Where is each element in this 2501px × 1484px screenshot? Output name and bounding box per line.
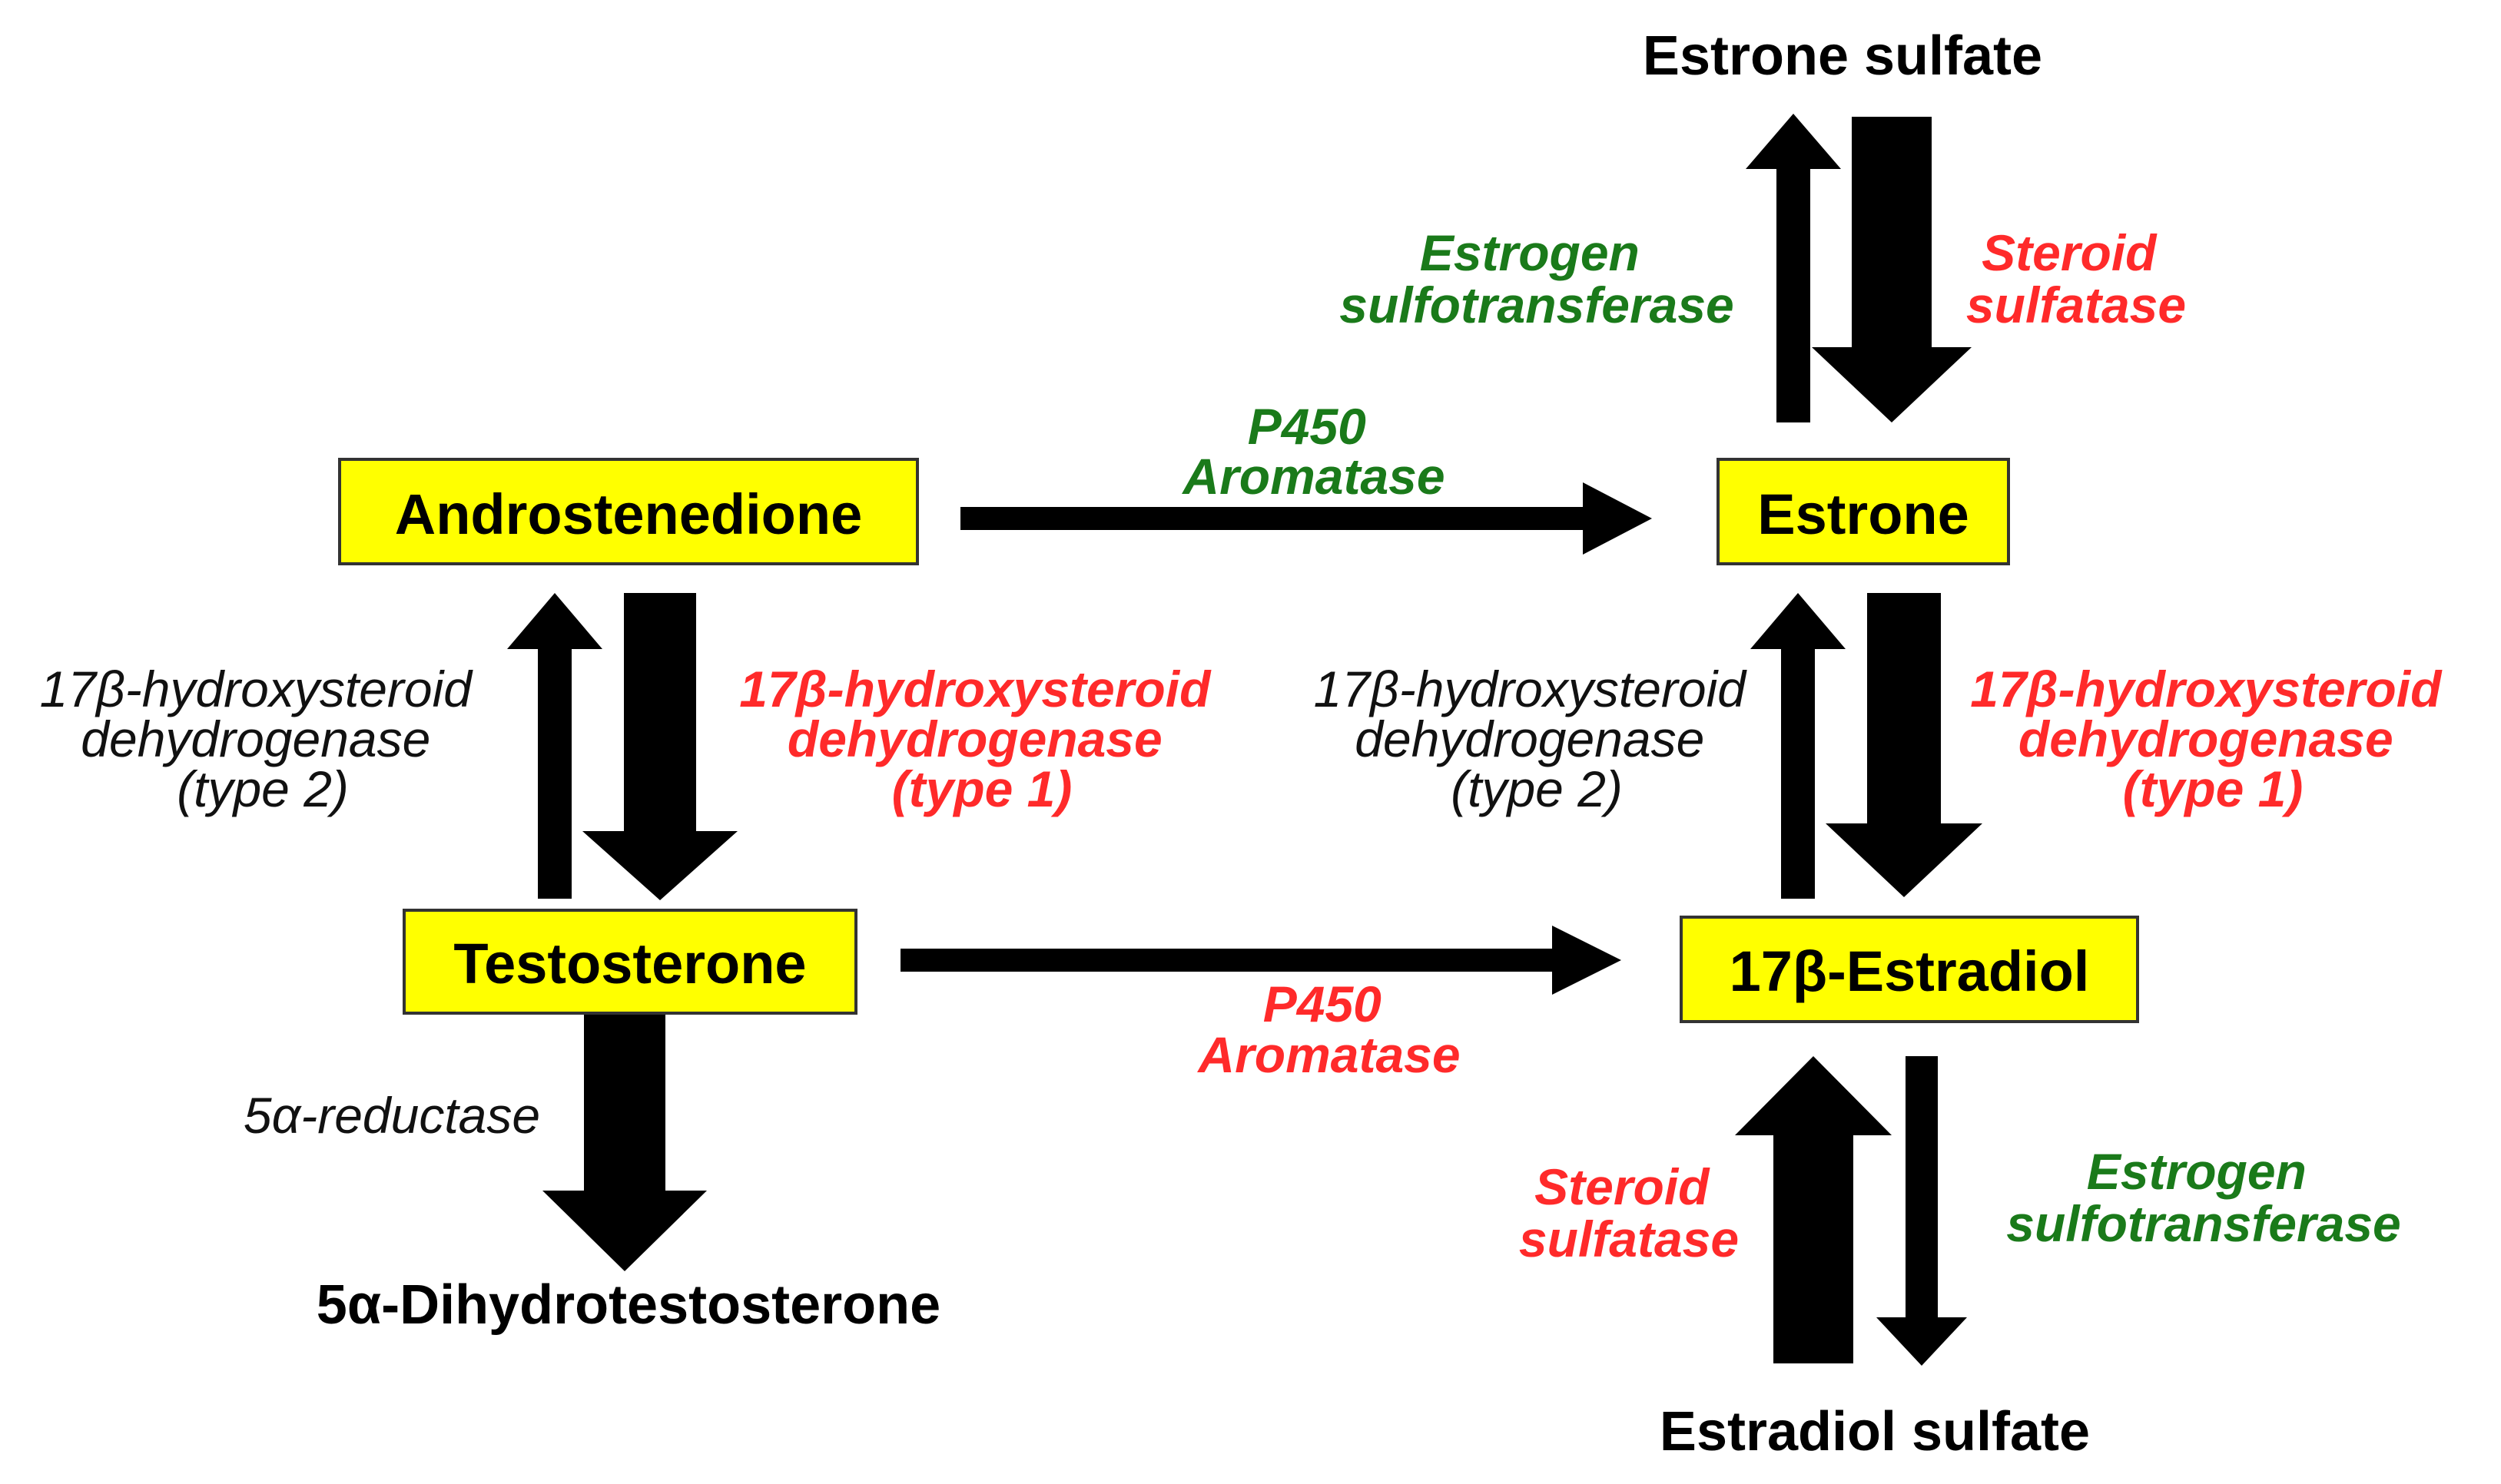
arrow-estrone-sulfate-to-estrone [1812, 117, 1972, 422]
enzyme-sulfatase-top: Steroid sulfatase [1966, 224, 2186, 333]
node-estradiol-sulfate: Estradiol sulfate [1660, 1401, 2090, 1462]
arrow-testosterone-to-androstenedione [507, 593, 602, 899]
node-estrone-sulfate: Estrone sulfate [1643, 25, 2042, 87]
arrow-estradiol-to-estrone [1750, 593, 1846, 899]
enzyme-hsd-type2-right: 17β-hydroxysteroid dehydrogenase (type 2… [1314, 661, 1760, 817]
enzyme-hsd-type2-left: 17β-hydroxysteroid dehydrogenase (type 2… [40, 661, 486, 817]
arrow-estradiol-to-estradiol-sulfate [1876, 1056, 1967, 1366]
node-estrone: Estrone [1717, 458, 2010, 565]
enzyme-sulfotransferase-bottom: Estrogen sulfotransferase [2006, 1143, 2401, 1252]
arrow-testosterone-to-dht [542, 1006, 707, 1271]
node-androstenedione-label: Androstenedione [395, 482, 862, 546]
enzyme-reductase: 5α-reductase [244, 1087, 540, 1144]
arrow-androstenedione-to-testosterone [582, 593, 738, 900]
arrow-testosterone-to-estradiol [901, 926, 1621, 995]
arrow-estradiol-sulfate-to-estradiol [1735, 1056, 1892, 1363]
node-estradiol: 17β-Estradiol [1680, 916, 2139, 1023]
node-estradiol-label: 17β-Estradiol [1730, 939, 2090, 1003]
arrow-estrone-to-estrone-sulfate [1746, 114, 1841, 422]
enzyme-aromatase-top: P450 Aromatase [1181, 398, 1445, 505]
node-estrone-label: Estrone [1757, 482, 1969, 546]
enzyme-aromatase-bottom: P450 Aromatase [1196, 976, 1460, 1083]
node-testosterone-label: Testosterone [453, 932, 806, 995]
arrow-androstenedione-to-estrone [960, 482, 1652, 555]
node-dihydrotestosterone: 5α-Dihydrotestosterone [317, 1274, 940, 1336]
enzyme-sulfatase-bottom: Steroid sulfatase [1519, 1158, 1739, 1267]
enzyme-sulfotransferase-top: Estrogen sulfotransferase [1339, 224, 1734, 333]
enzyme-hsd-type1-left: 17β-hydroxysteroid dehydrogenase (type 1… [739, 661, 1225, 817]
node-androstenedione: Androstenedione [338, 458, 919, 565]
arrow-estrone-to-estradiol [1826, 593, 1982, 897]
enzyme-hsd-type1-right: 17β-hydroxysteroid dehydrogenase (type 1… [1970, 661, 2456, 817]
node-testosterone: Testosterone [403, 909, 857, 1015]
